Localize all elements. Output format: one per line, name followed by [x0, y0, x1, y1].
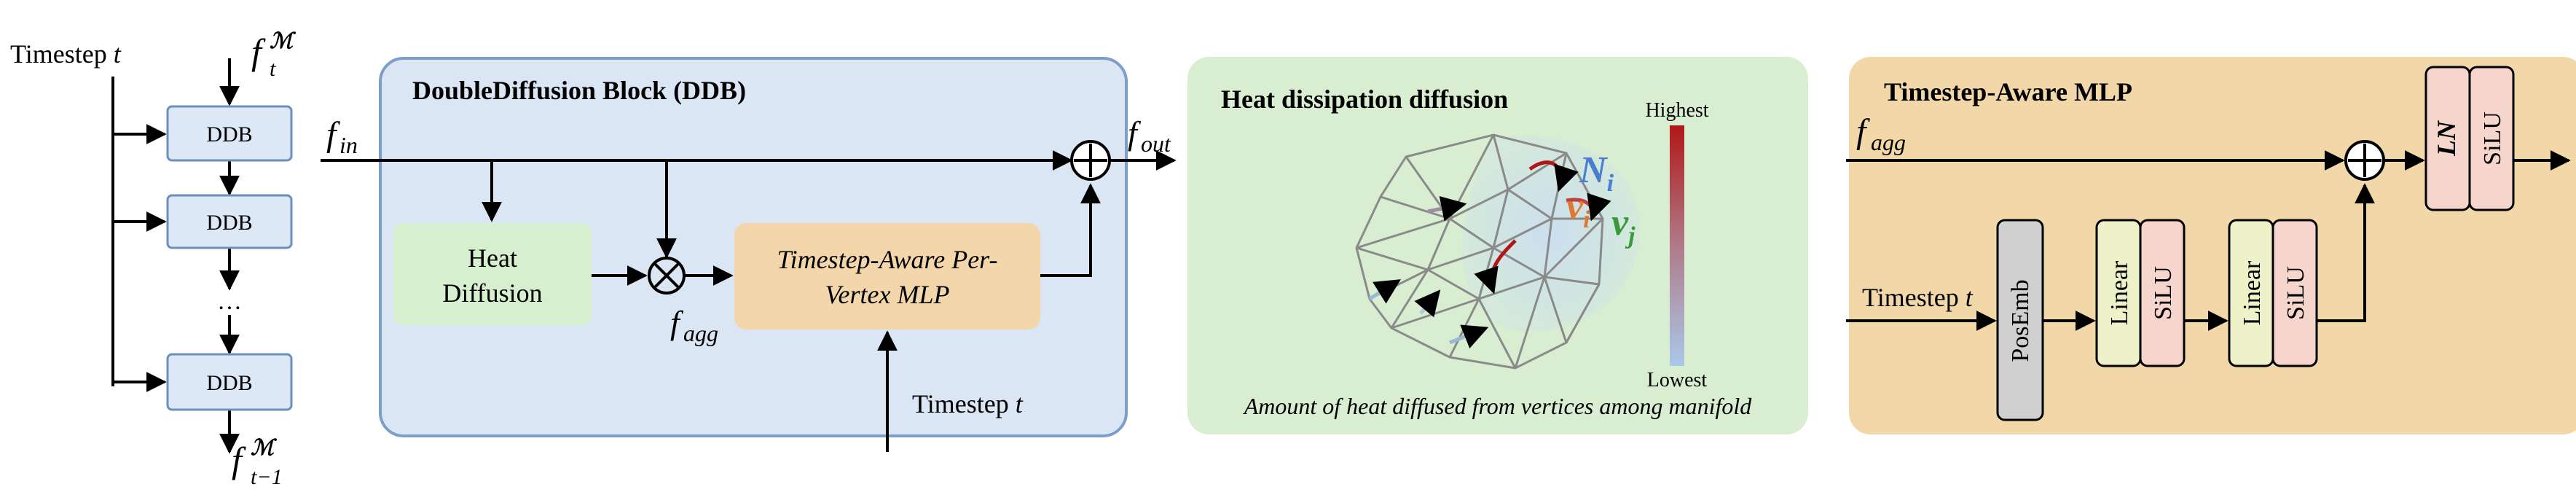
stack-timestep-label: Timestep t — [10, 39, 122, 69]
ddb-heat-diffusion-box — [393, 223, 592, 325]
stack-ddb-box-3 — [166, 353, 293, 411]
tmlp-linear2-label: Linear — [2239, 260, 2266, 325]
stack-ellipsis: … — [217, 288, 242, 315]
stack-f-top-sup: ℳ — [270, 29, 297, 53]
stack-ddb-box-2 — [166, 194, 293, 249]
tmlp-add-icon — [2344, 140, 2385, 181]
stack-ddb-label-2: DDB — [206, 211, 252, 235]
tmlp-silu1-box — [2139, 219, 2186, 367]
stack-ddb-label-1: DDB — [206, 122, 252, 147]
stack-f-top: f — [251, 31, 266, 72]
tmlp-title: Timestep-Aware MLP — [1884, 77, 2132, 106]
ddb-heat-line2: Diffusion — [442, 278, 542, 308]
tmlp-silu2-box — [2271, 219, 2318, 367]
tmlp-panel: Timestep-Aware MLP f agg LN SiLU Timeste… — [1846, 57, 2576, 434]
tmlp-posemb-label: PosEmb — [2007, 279, 2034, 362]
ddb-f-out-symbol: f — [1128, 114, 1142, 152]
heat-caption: Amount of heat diffused from vertices am… — [1243, 393, 1753, 419]
tmlp-silu1-label: SiLU — [2150, 266, 2177, 320]
tmlp-out-silu-label: SiLU — [2479, 112, 2506, 165]
tmlp-f-agg-sub: agg — [1871, 129, 1906, 155]
label-N-i: Ni — [1579, 149, 1614, 197]
ddb-timestep-label: Timestep t — [912, 389, 1024, 418]
legend-highest: Highest — [1645, 99, 1708, 122]
stack-ddb-label-3: DDB — [206, 371, 252, 395]
add-icon — [1070, 140, 1111, 181]
ddb-mlp-line1: Timestep-Aware Per- — [777, 245, 998, 274]
mesh-illustration — [1355, 133, 1640, 370]
ddb-f-agg-sub: agg — [683, 320, 718, 346]
ddb-title: DoubleDiffusion Block (DDB) — [412, 76, 746, 105]
tmlp-linear2-to-add — [2317, 183, 2375, 322]
tmlp-out-silu-box — [2468, 66, 2515, 211]
ddb-heat-line1: Heat — [468, 243, 517, 273]
stack-f-bottom-sub: t−1 — [251, 465, 283, 489]
ddb-mlp-line2: Vertex MLP — [825, 280, 950, 309]
ddb-f-in-symbol: f — [326, 115, 340, 154]
legend-lowest: Lowest — [1647, 369, 1708, 391]
stack-f-bottom-sup: ℳ — [251, 436, 278, 460]
ddb-mlp-box — [734, 223, 1040, 330]
tmlp-silu2-label: SiLU — [2282, 266, 2309, 320]
ddb-f-out-sub: out — [1141, 130, 1171, 157]
stack-f-bottom: f — [232, 440, 246, 480]
ddb-panel: DoubleDiffusion Block (DDB) in f in Heat… — [321, 57, 1177, 452]
label-v-j: vj — [1611, 202, 1635, 249]
heat-title: Heat dissipation diffusion — [1221, 85, 1508, 114]
ddb-mlp-to-add — [1040, 183, 1101, 277]
label-v-i: vi — [1566, 186, 1590, 233]
stack-ddb-box-1 — [166, 105, 293, 162]
tmlp-linear1-label: Linear — [2106, 260, 2133, 325]
heat-panel: Heat dissipation diffusion — [1187, 57, 1808, 434]
tmlp-ln-label: LN — [2432, 120, 2461, 157]
heat-legend-bar — [1670, 125, 1684, 366]
ddb-f-in-sub: in — [339, 132, 358, 158]
tmlp-timestep-label: Timestep t — [1862, 283, 1974, 312]
ddb-stack: Timestep t f ℳ t DDB DDB … DDB f ℳ t−1 — [10, 29, 297, 489]
stack-f-top-sub: t — [270, 57, 276, 81]
